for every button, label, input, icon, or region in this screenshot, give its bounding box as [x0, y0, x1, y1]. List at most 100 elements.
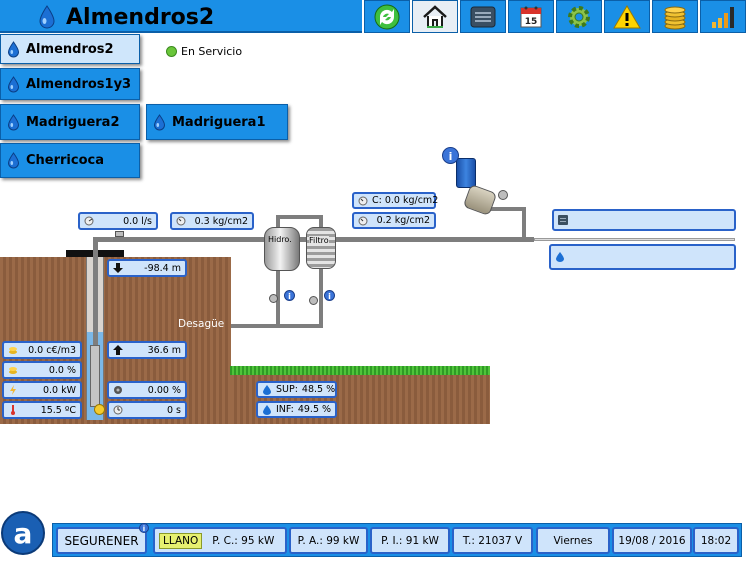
booster-pump-body	[462, 183, 498, 217]
grass-strip	[230, 366, 490, 375]
refresh-icon	[374, 4, 400, 29]
power-icon	[10, 385, 16, 395]
gauge-icon	[176, 216, 186, 226]
pump-pipe	[478, 207, 526, 211]
sup-label: SUP:	[276, 384, 298, 395]
water-drop-icon	[263, 384, 271, 395]
pa-box: P. A.: 99 kW	[289, 527, 368, 554]
thermometer-icon	[11, 405, 15, 415]
day-box: Viernes	[536, 527, 610, 554]
water-drop-icon	[7, 113, 20, 130]
settings-button[interactable]	[556, 0, 602, 33]
water-drop-icon	[153, 113, 166, 130]
water-drop-icon	[7, 40, 20, 57]
filtro-riser	[319, 215, 323, 327]
motor-icon	[114, 386, 122, 394]
outlet-pipe	[534, 238, 735, 241]
site-button-almendros2[interactable]: Almendros2	[0, 34, 140, 64]
gauge-icon	[358, 216, 368, 225]
sensor-bulb	[94, 404, 105, 415]
list-icon	[470, 6, 496, 27]
gauge-icon	[358, 196, 368, 205]
alarms-button[interactable]	[604, 0, 650, 33]
brand-button[interactable]: SEGURENER	[56, 527, 147, 554]
water-drop-icon	[7, 152, 20, 169]
depth-down-readout: -98.4 m	[107, 259, 187, 277]
date-box: 19/08 / 2016	[612, 527, 692, 554]
temp-readout: 15.5 ºC	[2, 401, 82, 419]
pressure-c-value: C: 0.0 kg/cm2	[372, 195, 439, 206]
site-button-almendros1y3[interactable]: Almendros1y3	[0, 68, 140, 100]
pressure-c-readout: C: 0.0 kg/cm2	[352, 192, 439, 209]
calendar-day: 15	[525, 17, 538, 27]
site-label: Almendros2	[26, 41, 114, 57]
signal-button[interactable]	[700, 0, 746, 33]
site-label: Almendros1y3	[26, 76, 132, 92]
outlet-panel[interactable]	[549, 244, 736, 270]
valve-icon	[309, 296, 318, 305]
outlet-list-panel[interactable]	[552, 209, 736, 231]
pct2-value: 0.00 %	[147, 384, 181, 396]
clock-box: 18:02	[693, 527, 739, 554]
cost-readout: 0.0 c€/m3	[2, 341, 82, 359]
header-bar	[0, 0, 362, 33]
list-icon	[558, 215, 568, 225]
flow-readout: 0.0 l/s	[78, 212, 158, 230]
inf-value: 49.5 %	[297, 404, 332, 415]
pump-pipe-riser	[522, 207, 526, 239]
list-button[interactable]	[460, 0, 506, 33]
pressure-out-readout: 0.2 kg/cm2	[352, 212, 436, 229]
signal-icon	[712, 6, 734, 28]
flowmeter-icon	[84, 216, 94, 226]
warning-icon	[613, 4, 641, 28]
drain-pipe	[231, 324, 323, 328]
submersible-pump	[90, 345, 100, 407]
pct1-value: 0.0 %	[48, 364, 76, 376]
site-button-madriguera1[interactable]: Madriguera1	[146, 104, 288, 140]
status-text: En Servicio	[181, 45, 243, 58]
home-button[interactable]	[412, 0, 458, 33]
day-value: Viernes	[553, 534, 593, 547]
water-drop-icon	[39, 5, 55, 29]
depth-up-value: 36.6 m	[147, 344, 181, 356]
site-button-cherricoca[interactable]: Cherricoca	[0, 143, 140, 178]
info-icon[interactable]: i	[442, 147, 459, 164]
logo-letter: a	[13, 516, 33, 550]
pi-value: P. I.: 91 kW	[381, 534, 439, 547]
date-value: 19/08 / 2016	[618, 534, 686, 547]
power-value: 0.0 kW	[42, 384, 76, 396]
arrow-up-icon	[113, 345, 123, 355]
coins-icon	[664, 6, 686, 29]
info-icon[interactable]: i	[139, 523, 149, 533]
tariff-badge: LLANO	[159, 532, 203, 549]
status-indicator: En Servicio	[166, 45, 242, 58]
temp-value: 15.5 ºC	[40, 404, 76, 416]
hidro-riser	[276, 215, 280, 327]
coins-icon	[9, 347, 17, 354]
inf-label: INF:	[276, 404, 294, 415]
footer-logo[interactable]: a	[1, 511, 45, 555]
flow-value: 0.0 l/s	[123, 215, 152, 227]
calendar-button[interactable]: 15	[508, 0, 554, 33]
water-drop-icon	[556, 252, 564, 262]
tariff-box: LLANO P. C.: 95 kW	[153, 527, 287, 554]
power-readout: 0.0 kW	[2, 381, 82, 399]
filtro-tank	[306, 227, 336, 269]
site-label: Cherricoca	[26, 153, 105, 168]
status-dot-icon	[166, 46, 177, 57]
refresh-button[interactable]	[364, 0, 410, 33]
gear-icon	[568, 5, 590, 28]
pi-box: P. I.: 91 kW	[370, 527, 450, 554]
info-icon[interactable]: i	[284, 290, 295, 301]
hidro-tank	[264, 227, 300, 271]
costs-button[interactable]	[652, 0, 698, 33]
site-button-madriguera2[interactable]: Madriguera2	[0, 104, 140, 140]
info-icon[interactable]: i	[324, 290, 335, 301]
valve-icon	[269, 294, 278, 303]
depth-down-value: -98.4 m	[144, 262, 181, 274]
water-drop-icon	[263, 404, 271, 415]
pct2-readout: 0.00 %	[107, 381, 187, 399]
filtro-label: Filtro	[309, 236, 329, 245]
water-drop-icon	[7, 75, 20, 92]
well-pipe	[93, 240, 98, 345]
